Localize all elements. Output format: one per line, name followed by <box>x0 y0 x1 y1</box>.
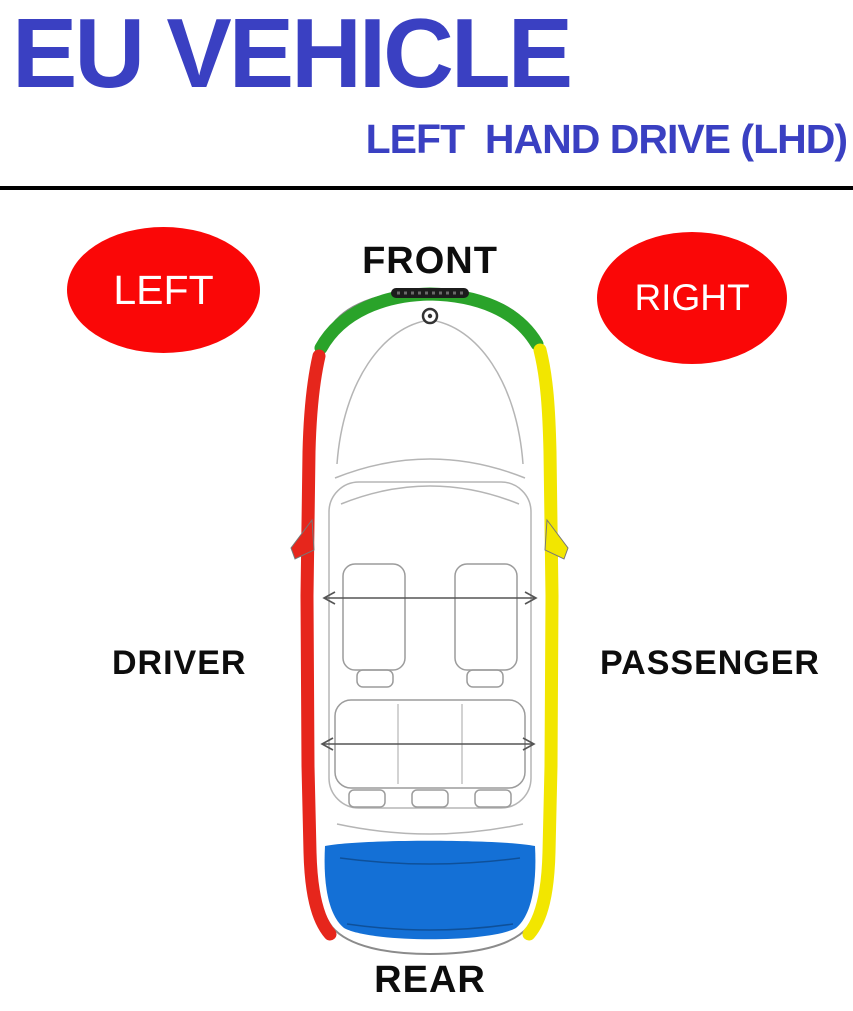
trunk-line-upper <box>339 857 521 865</box>
page-subtitle: LEFT HAND DRIVE (LHD) <box>365 116 848 162</box>
driver-headrest <box>356 669 394 688</box>
rear-headrest-left <box>348 789 386 808</box>
front-width-arrow <box>322 591 538 605</box>
rear-blue-zone <box>324 840 536 940</box>
rear-headrest-center <box>411 789 449 808</box>
rear-window-line <box>336 823 524 835</box>
cabin-outline <box>328 481 532 809</box>
badge-dot <box>427 313 433 319</box>
windshield-bottom-line <box>340 485 520 505</box>
left-badge-label: LEFT <box>113 266 214 313</box>
right-mirror <box>544 518 569 560</box>
cowl-grille <box>391 288 469 298</box>
left-badge: LEFT <box>67 227 260 353</box>
windshield-top-line <box>334 458 526 479</box>
right-badge-label: RIGHT <box>634 277 750 318</box>
label-rear: REAR <box>374 959 486 1001</box>
left-red-stripe <box>300 349 337 941</box>
trunk-line-lower <box>346 923 514 931</box>
vehicle-diagram <box>285 286 575 958</box>
page-title: EU VEHICLE <box>12 0 573 108</box>
right-badge: RIGHT <box>597 232 787 364</box>
left-mirror <box>290 518 315 560</box>
front-passenger-headrest <box>466 669 504 688</box>
label-front: FRONT <box>362 240 498 282</box>
rear-arrow-head-right <box>522 737 536 751</box>
front-arrow-head-right <box>524 591 538 605</box>
divider <box>0 186 853 190</box>
rear-arrow-head-left <box>320 737 334 751</box>
rear-width-arrow <box>320 737 536 751</box>
label-driver: DRIVER <box>112 644 247 682</box>
label-passenger: PASSENGER <box>600 644 820 682</box>
right-yellow-stripe <box>522 343 559 941</box>
rear-headrest-right <box>474 789 512 808</box>
vehicle-top-view-svg <box>290 287 569 956</box>
front-arrow-head-left <box>322 591 336 605</box>
